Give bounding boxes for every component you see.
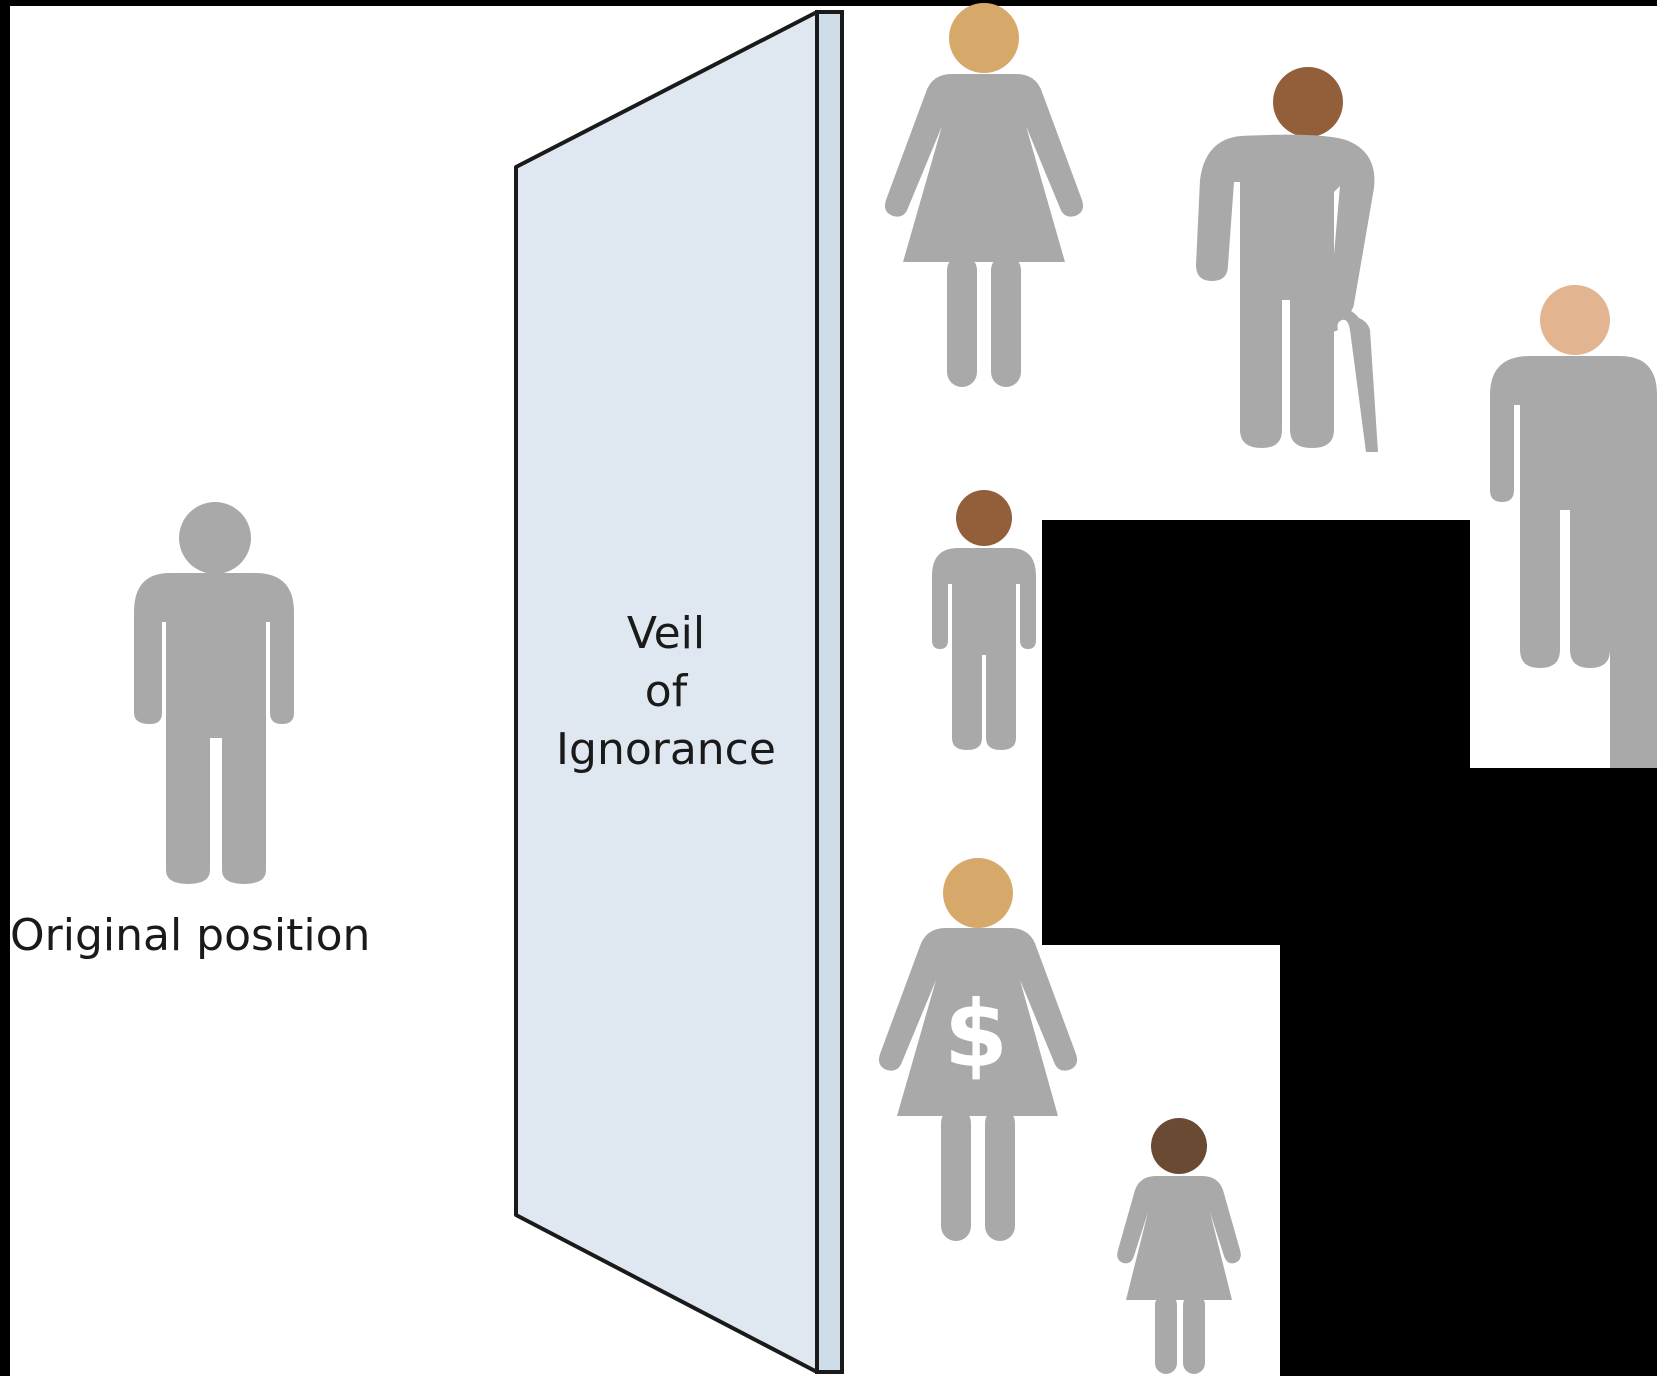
woman-figure: [884, 3, 1084, 387]
child-boy-head: [956, 490, 1012, 546]
original-position-person: [134, 502, 294, 884]
veil-label-line-2: of: [645, 666, 689, 717]
elderly-man-head: [1273, 67, 1343, 137]
wealthy-woman-head: [943, 858, 1013, 928]
child-girl-figure: [1117, 1118, 1241, 1374]
man-head: [1540, 285, 1610, 355]
woman-head: [949, 3, 1019, 73]
child-girl-head: [1151, 1118, 1207, 1174]
veil-label-line-3: Ignorance: [556, 724, 776, 775]
veil-panel: [514, 10, 844, 1374]
wealthy-woman-figure: $: [878, 858, 1078, 1241]
original-position-label: Original position: [10, 910, 370, 961]
veil-label: Veil of Ignorance: [556, 608, 776, 775]
man-figure: [1490, 285, 1657, 768]
elderly-man-figure: [1196, 67, 1378, 452]
dollar-sign-icon: $: [944, 981, 1008, 1088]
veil-label-line-1: Veil: [627, 608, 705, 659]
child-boy-figure: [932, 490, 1036, 750]
